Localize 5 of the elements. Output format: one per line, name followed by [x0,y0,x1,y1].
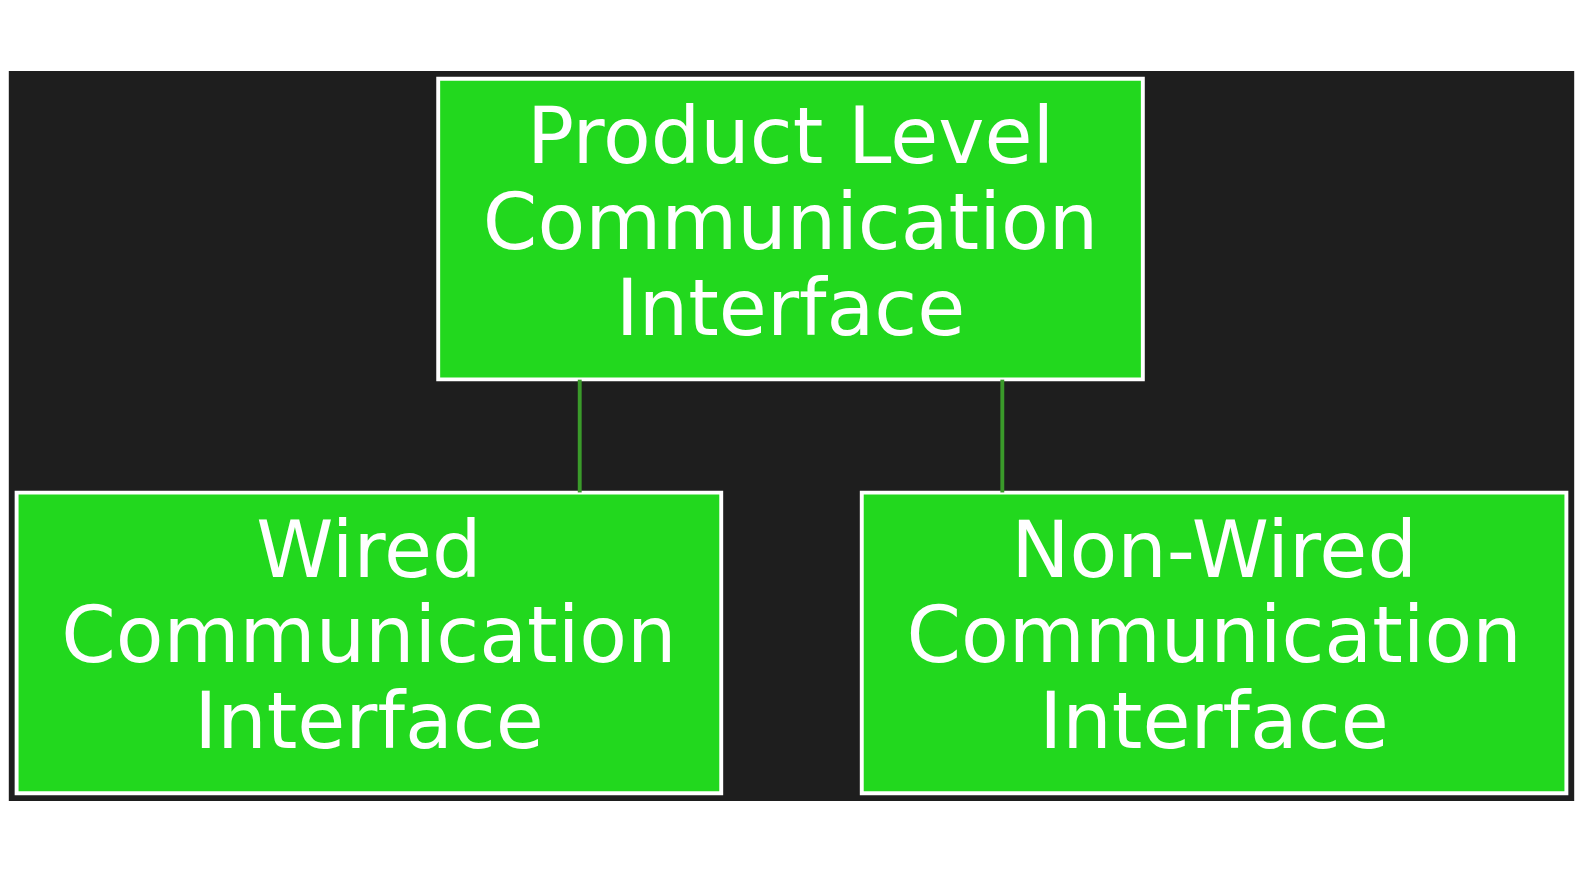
connector [1000,379,1005,492]
node-box: Product Level Communication Interface [436,76,1145,381]
node-box: Non-Wired Communication Interface [859,490,1569,795]
node-box: Wired Communication Interface [14,490,724,795]
connector [577,379,582,492]
